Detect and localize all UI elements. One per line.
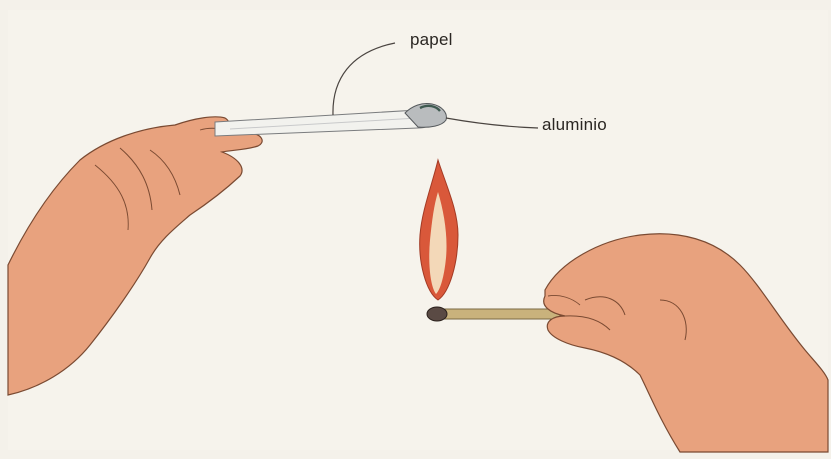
match [427,307,560,321]
label-aluminio: aluminio [542,115,607,135]
label-papel: papel [410,30,453,50]
